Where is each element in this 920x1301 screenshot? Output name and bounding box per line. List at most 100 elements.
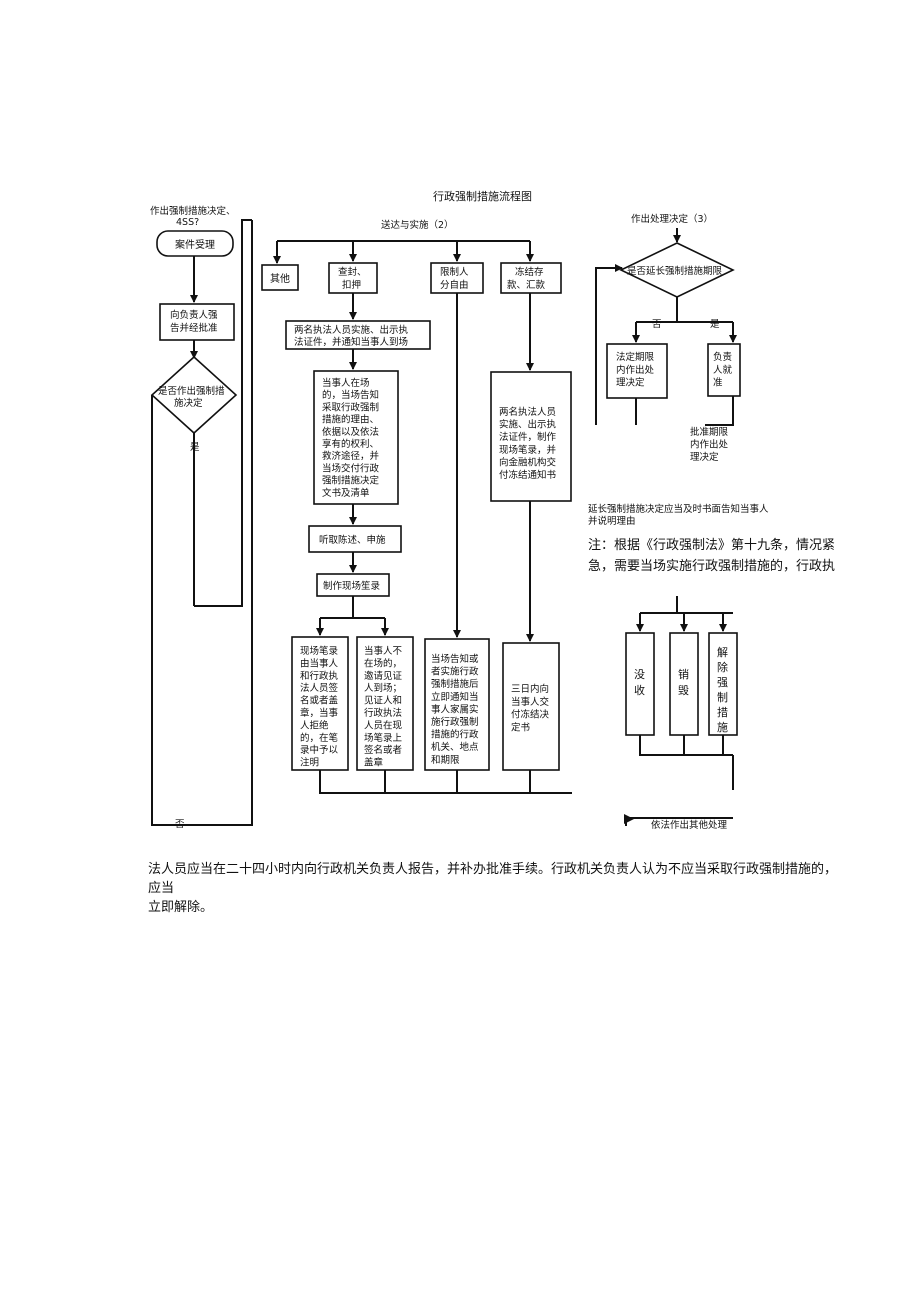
extend-notice-line2: 并说明理由	[588, 515, 636, 527]
legal-deadline-text: 法定期限内作出处理决定	[616, 351, 655, 389]
absent-node-text: 当事人不在场的，邀请见证人到场；见证人和行政执法人员在现场笔录上签名或者盖章	[364, 645, 403, 769]
text-char: 制	[717, 691, 728, 704]
restrict-node-line2: 分自由	[440, 279, 469, 291]
footer-text: 法人员应当在二十四小时内向行政机关负责人报告，并补办批准手续。行政机关负责人认为…	[148, 860, 848, 917]
text-line: 事人家属实	[431, 703, 479, 715]
text-line: 见证人和	[364, 696, 402, 707]
confiscate-text: 没收	[634, 668, 645, 697]
decision-no-route	[151, 395, 252, 826]
sign-node-text: 现场笔录由当事人和行政执法人员签名或者盖章，当事人拒绝的，在笔录中予以注明	[300, 645, 339, 769]
text-char: 除	[717, 660, 728, 674]
text-char: 强	[717, 676, 728, 689]
text-line: 内作出处	[616, 364, 655, 376]
text-line: 章，当事	[300, 707, 339, 719]
text-line: 名或者盖	[300, 695, 339, 707]
text-line: 实施、出示执	[499, 419, 557, 431]
text-line: 享有的权利、	[322, 438, 379, 450]
decision-node-line2: 施决定	[174, 397, 203, 409]
text-line: 现场笔录，并	[499, 444, 557, 456]
text-line: 措施的行政	[431, 729, 479, 741]
seal-node-line2: 扣押	[342, 279, 361, 291]
start-node-label: 案件受理	[175, 238, 215, 251]
text-line: 负责	[713, 351, 732, 363]
freeze-node-line2: 款、汇款	[507, 279, 546, 291]
text-line: 准	[713, 378, 723, 389]
legal-deadline-node	[606, 343, 668, 399]
legal-note-line2: 急，需要当场实施行政强制措施的，行政执	[588, 559, 836, 574]
other-handling-label: 依法作出其他处理	[651, 819, 728, 831]
footer-line1: 法人员应当在二十四小时内向行政机关负责人报告，并补办批准手续。行政机关负责人认为…	[148, 862, 838, 896]
text-line: 强制措施决定	[322, 475, 380, 487]
text-line: 付冻结通知书	[499, 469, 557, 481]
text-line: 定书	[511, 721, 531, 733]
text-line: 两名执法人员	[499, 406, 556, 418]
destroy-text: 销毁	[678, 667, 689, 697]
text-line: 付冻结决	[511, 709, 550, 721]
text-line: 向金融机构交	[499, 456, 557, 468]
right-section-label: 作出处理决定（3）	[631, 213, 713, 225]
text-char: 解	[717, 645, 728, 659]
text-line: 的，在笔	[300, 732, 338, 744]
other-node-label: 其他	[270, 272, 290, 285]
release-text: 解除强制措施	[717, 645, 728, 734]
three-days-node	[502, 642, 560, 771]
text-line: 邀请见证	[364, 670, 403, 682]
right-loop-line	[595, 264, 623, 425]
extend-decision-label: 是否延长强制措施期限	[627, 265, 723, 277]
left-caption-line1: 作出强制措施决定、	[150, 205, 236, 217]
hear-node-label: 听取陈述、申施	[319, 534, 386, 546]
approve-node	[159, 303, 235, 341]
inform-node	[313, 370, 399, 505]
two-officers-node	[285, 320, 431, 350]
sign-node	[291, 636, 349, 771]
text-line: 立即通知当	[431, 691, 479, 703]
hear-node	[308, 525, 402, 553]
text-line: 依据以及依法	[322, 426, 379, 438]
diagram-title: 行政强制措施流程图	[433, 189, 532, 203]
merge-bottom-line	[319, 770, 572, 794]
text-line: 机关、地点	[431, 741, 479, 753]
three-days-text: 三日内向当事人交付冻结决定书	[511, 683, 550, 733]
text-line: 由当事人	[300, 657, 339, 669]
approve-node-line1: 向负责人强	[170, 309, 218, 321]
text-line: 当场告知或	[431, 653, 479, 665]
inform-node-text: 当事人在场的，当场告知采取行政强制措施的理由、依据以及依法享有的权利、救济途径，…	[322, 377, 380, 499]
text-char: 施	[717, 721, 728, 734]
freeze-node	[500, 262, 562, 294]
decision-yes-label: 是	[190, 442, 200, 453]
footer-line2: 立即解除。	[148, 900, 214, 915]
record-node-label: 制作现场笙录	[323, 580, 381, 592]
legal-note: 注：根据《行政强制法》第十九条，情况紧 急，需要当场实施行政强制措施的，行政执	[588, 535, 835, 577]
text-line: 强制措施后	[431, 678, 479, 690]
text-line: 内作出处	[690, 439, 729, 451]
text-line: 施行政强制	[431, 716, 479, 728]
text-line: 人拒绝	[300, 719, 329, 731]
approve-node-line2: 告并经批准	[170, 322, 218, 334]
other-handling-arrowhead	[624, 814, 634, 824]
text-line: 的，当场告知	[322, 389, 379, 401]
notify-node-text: 当场告知或者实施行政强制措施后立即通知当事人家属实施行政强制措施的行政机关、地点…	[431, 653, 479, 766]
text-line: 在场的，	[364, 657, 402, 669]
middle-section-label: 送达与实施（2）	[381, 219, 454, 231]
text-line: 场笔录上	[364, 732, 403, 744]
text-line: 盖章	[364, 757, 384, 769]
two-officers-line1: 两名执法人员实施、出示执	[294, 324, 409, 336]
decision-node-line1: 是否作出强制措	[158, 385, 225, 397]
text-line: 理决定	[690, 451, 719, 463]
text-line: 现场笔录	[300, 645, 339, 657]
resp-node-text: 负责人就准	[713, 351, 733, 389]
text-line: 录中予以	[300, 744, 339, 756]
text-char: 收	[634, 683, 645, 697]
approved-node-text: 批准期限内作出处理决定	[690, 426, 729, 463]
text-line: 法证件，制作	[499, 431, 557, 443]
text-line: 三日内向	[511, 683, 549, 695]
decision-yes-route	[194, 219, 252, 607]
release-node	[708, 632, 738, 736]
two-officers-line2: 法证件，并通知当事人到场	[294, 336, 408, 348]
text-line: 当事人在场	[322, 377, 370, 389]
decision-no-label: 否	[175, 819, 185, 830]
legal-note-line1: 注：根据《行政强制法》第十九条，情况紧	[588, 538, 836, 553]
text-char: 措	[717, 705, 728, 719]
restrict-node-line1: 限制人	[440, 266, 469, 278]
